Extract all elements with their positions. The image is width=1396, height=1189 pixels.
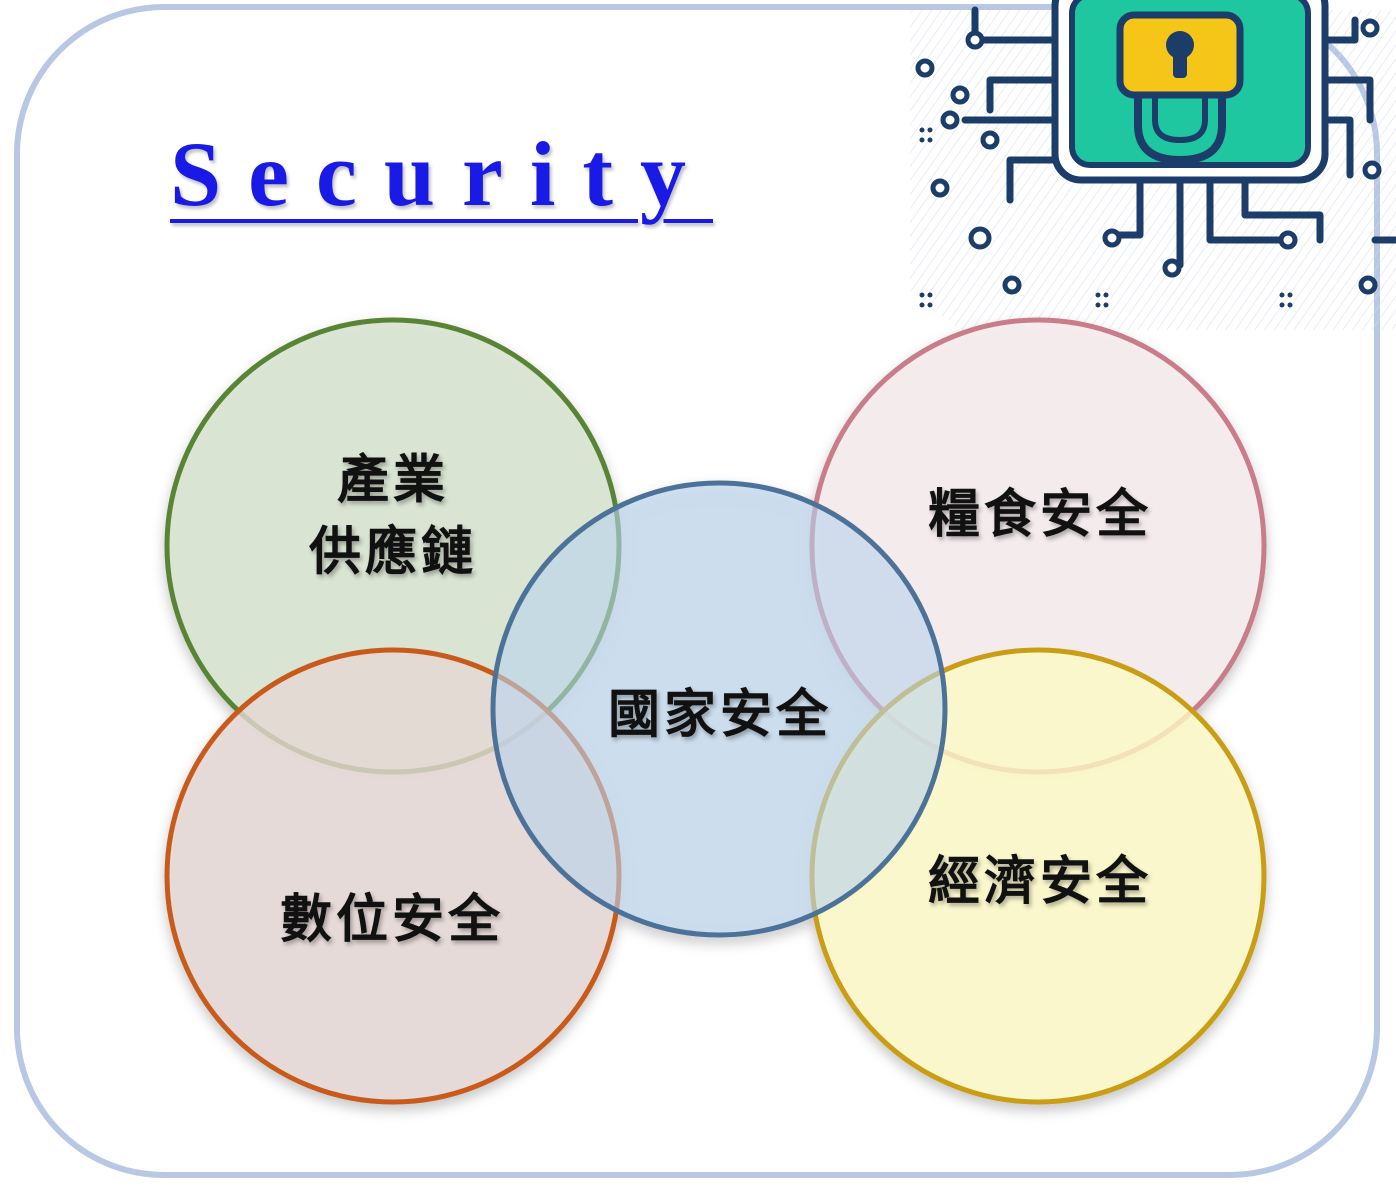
- page-title: Security: [170, 123, 714, 225]
- label-national-security: 國家安全: [607, 684, 833, 746]
- label-digital-security: 數位安全: [279, 889, 505, 951]
- label-industry-line-1: 產業: [336, 449, 450, 511]
- circuit-lock-icon: [910, 0, 1396, 330]
- label-economic-security: 經濟安全: [927, 851, 1153, 913]
- circle-national-security: [490, 480, 948, 938]
- label-industry-line-2: 供應鏈: [308, 521, 478, 582]
- label-industry-supply-chain: 產業 供應鏈: [309, 444, 477, 588]
- label-food-security: 糧食安全: [927, 484, 1153, 546]
